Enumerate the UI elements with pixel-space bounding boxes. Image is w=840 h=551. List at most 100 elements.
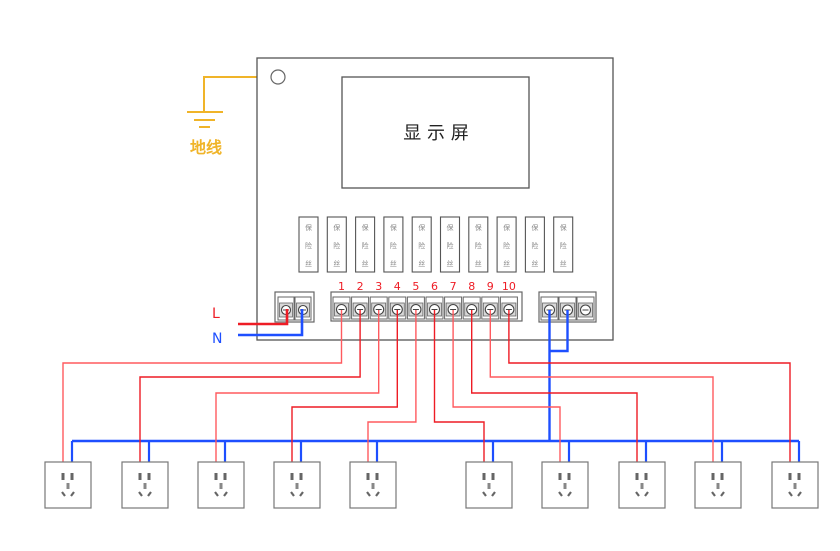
slot-left-angled	[214, 491, 219, 497]
fuse-label-char: 保	[333, 223, 340, 232]
earth-slot	[66, 483, 70, 489]
fuse-label-char: 险	[447, 241, 454, 250]
slot-right-angled	[223, 491, 228, 497]
live-wires	[62, 310, 791, 476]
output-terminal	[406, 296, 425, 320]
live-slot	[290, 473, 294, 480]
spare-terminal	[576, 296, 595, 321]
earth-slot	[793, 483, 797, 489]
outlet-row	[44, 461, 819, 509]
live-slot	[558, 473, 562, 480]
slot-right-angled	[567, 491, 572, 497]
fuse-label-char: 险	[333, 241, 340, 250]
fuse-label-char: 丝	[475, 259, 482, 268]
terminal-number: 4	[394, 280, 401, 293]
fuse-label-char: 险	[305, 241, 312, 250]
outlet-3	[197, 461, 245, 509]
slot-left-angled	[61, 491, 66, 497]
fuse: 保险丝	[439, 216, 461, 273]
neutral-slot	[223, 473, 227, 480]
fuse: 保险丝	[355, 216, 376, 273]
fuse-label-char: 丝	[531, 259, 538, 268]
neutral-slot	[491, 473, 495, 480]
fuse-label-char: 险	[475, 241, 482, 250]
live-slot	[635, 473, 639, 480]
fuse: 保险丝	[553, 216, 574, 273]
slot-right-angled	[720, 491, 725, 497]
earth-slot	[219, 483, 223, 489]
live-wire-7	[452, 310, 561, 476]
terminal-number: 8	[468, 280, 475, 293]
fuse-label-char: 保	[560, 223, 567, 232]
outlet-10	[771, 461, 819, 509]
display-label: 显 示 屏	[403, 123, 468, 144]
fuse-label-char: 险	[531, 241, 538, 250]
live-wire-5	[367, 310, 417, 476]
live-wire-2	[139, 310, 361, 476]
live-slot	[214, 473, 218, 480]
neutral-feed-2	[549, 310, 569, 353]
slot-left-angled	[711, 491, 716, 497]
slot-left-angled	[788, 491, 793, 497]
neutral-slot	[70, 473, 74, 480]
fuse-label-char: 险	[362, 241, 369, 250]
output-terminal	[369, 296, 388, 320]
terminal-number: 5	[412, 280, 419, 293]
outlet-5	[349, 461, 397, 509]
fuse: 保险丝	[383, 216, 404, 273]
slot-right-angled	[644, 491, 649, 497]
terminal-number: 10	[502, 280, 516, 293]
fuse-body	[468, 216, 489, 273]
live-input-wire	[238, 309, 289, 326]
fuse-label-char: 丝	[390, 259, 397, 268]
outlet-9	[694, 461, 742, 509]
fuse-label-char: 丝	[447, 259, 454, 268]
slot-right-angled	[375, 491, 380, 497]
slot-right-angled	[70, 491, 75, 497]
terminal-number: 2	[357, 280, 364, 293]
fuse-label-char: 险	[503, 241, 510, 250]
fuse-label-char: 丝	[305, 259, 312, 268]
slot-left-angled	[366, 491, 371, 497]
slot-left-angled	[558, 491, 563, 497]
fuse-body	[439, 216, 461, 273]
live-wire-8	[471, 310, 638, 476]
output-terminal	[332, 296, 351, 320]
fuse-body	[383, 216, 404, 273]
ground-label: 地线	[190, 138, 222, 157]
power-terminal-block	[274, 291, 315, 323]
fuse: 保险丝	[298, 216, 319, 273]
fuse-body	[553, 216, 574, 273]
fuse: 保险丝	[524, 216, 545, 273]
live-wire-10	[508, 310, 791, 476]
earth-slot	[143, 483, 147, 489]
neutral-slot	[147, 473, 151, 480]
ground-screw-hole	[270, 69, 286, 85]
fuse: 保险丝	[496, 216, 517, 273]
neutral-slot	[720, 473, 724, 480]
display-screen	[341, 76, 530, 189]
fuse-body	[298, 216, 319, 273]
neutral-input-wire	[238, 309, 304, 337]
earth-slot	[295, 483, 299, 489]
fuse-label-char: 险	[418, 241, 425, 250]
terminal-number: 6	[431, 280, 438, 293]
output-terminal	[499, 296, 518, 320]
neutral-label: N	[212, 331, 222, 347]
ground-wire	[203, 76, 278, 112]
fuse-label-char: 保	[390, 223, 397, 232]
live-wire-6	[433, 310, 485, 476]
slot-left-angled	[290, 491, 295, 497]
live-slot	[788, 473, 792, 480]
fuse-label-char: 丝	[503, 259, 510, 268]
fuse-label-char: 丝	[418, 259, 425, 268]
slot-right-angled	[147, 491, 152, 497]
live-wire-3	[215, 310, 380, 476]
fuse-label-char: 丝	[560, 259, 567, 268]
fuse-label-char: 保	[305, 223, 312, 232]
earth-slot	[371, 483, 375, 489]
live-slot	[138, 473, 142, 480]
fuse-label-char: 保	[418, 223, 425, 232]
fuse-label-char: 保	[475, 223, 482, 232]
